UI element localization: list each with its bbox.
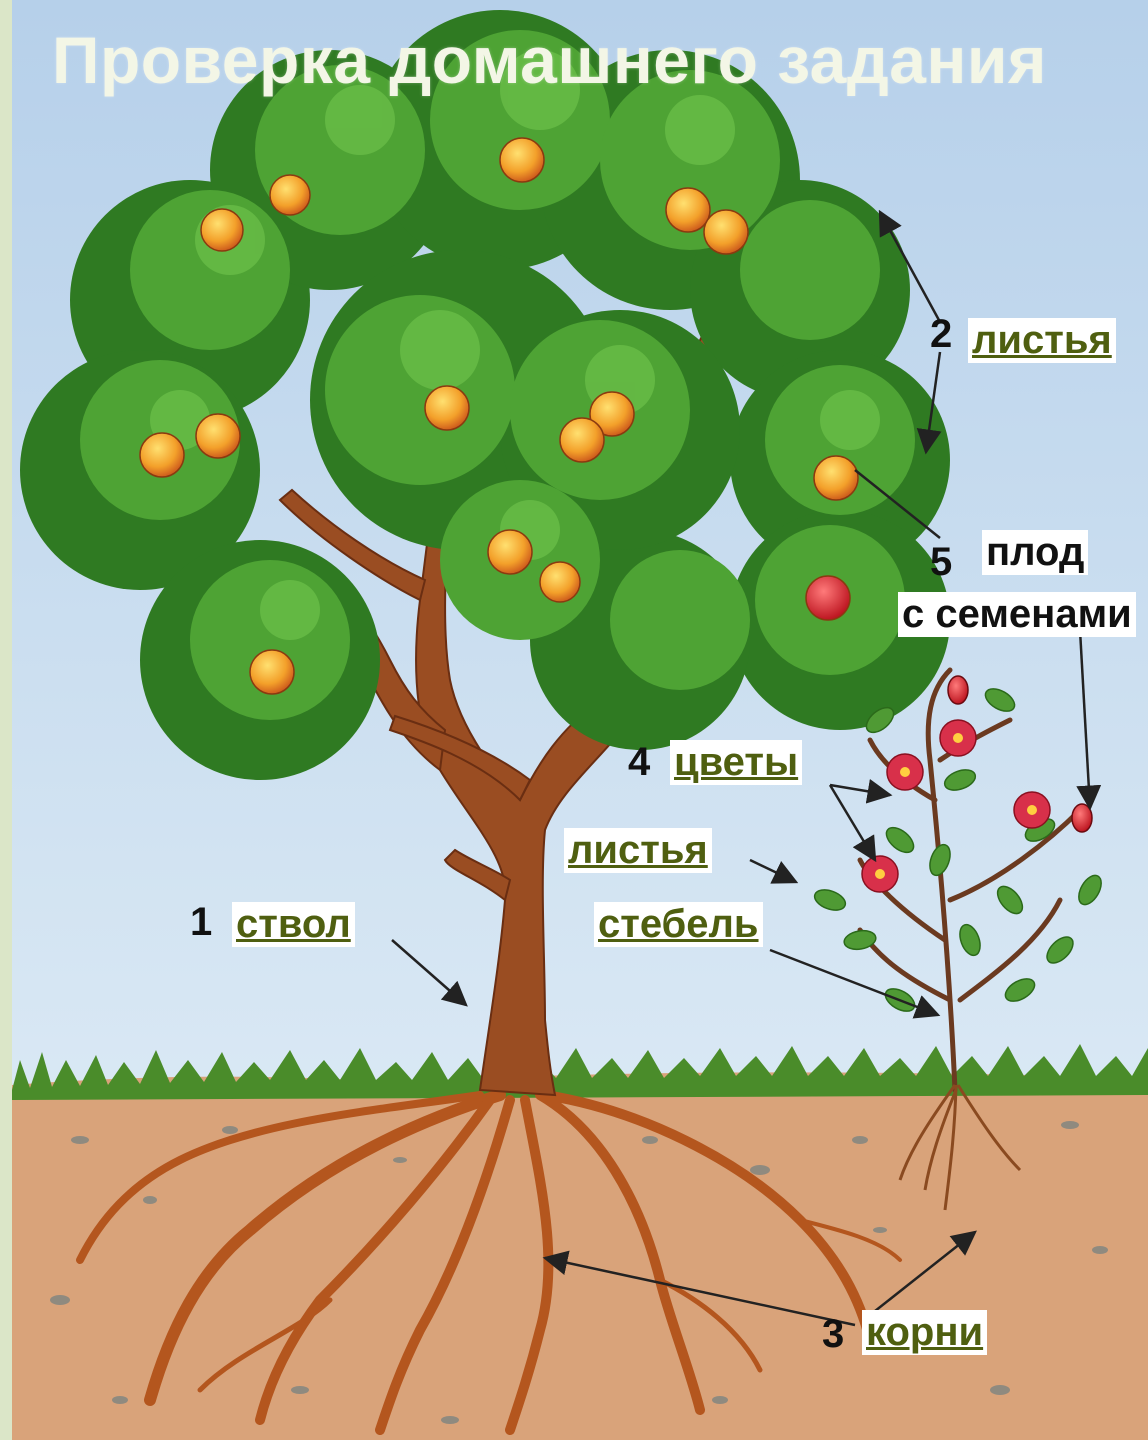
label-number-leaves: 2 bbox=[930, 312, 952, 357]
label-number-flowers: 4 bbox=[628, 740, 650, 785]
label-roots: корни bbox=[862, 1310, 987, 1355]
label-number-fruit: 5 bbox=[930, 540, 952, 585]
label-flowers: цветы bbox=[670, 740, 802, 785]
label-leaves-bush: листья bbox=[564, 828, 712, 873]
label-stem: стебель bbox=[594, 902, 763, 947]
label-number-trunk: 1 bbox=[190, 900, 212, 945]
label-trunk: ствол bbox=[232, 902, 355, 947]
label-leaves-tree: листья bbox=[968, 318, 1116, 363]
label-number-roots: 3 bbox=[822, 1312, 844, 1357]
slide-title: Проверка домашнего задания bbox=[52, 22, 1047, 98]
label-fruit-line1: плод bbox=[982, 530, 1088, 575]
label-fruit-line2: с семенами bbox=[898, 592, 1136, 637]
